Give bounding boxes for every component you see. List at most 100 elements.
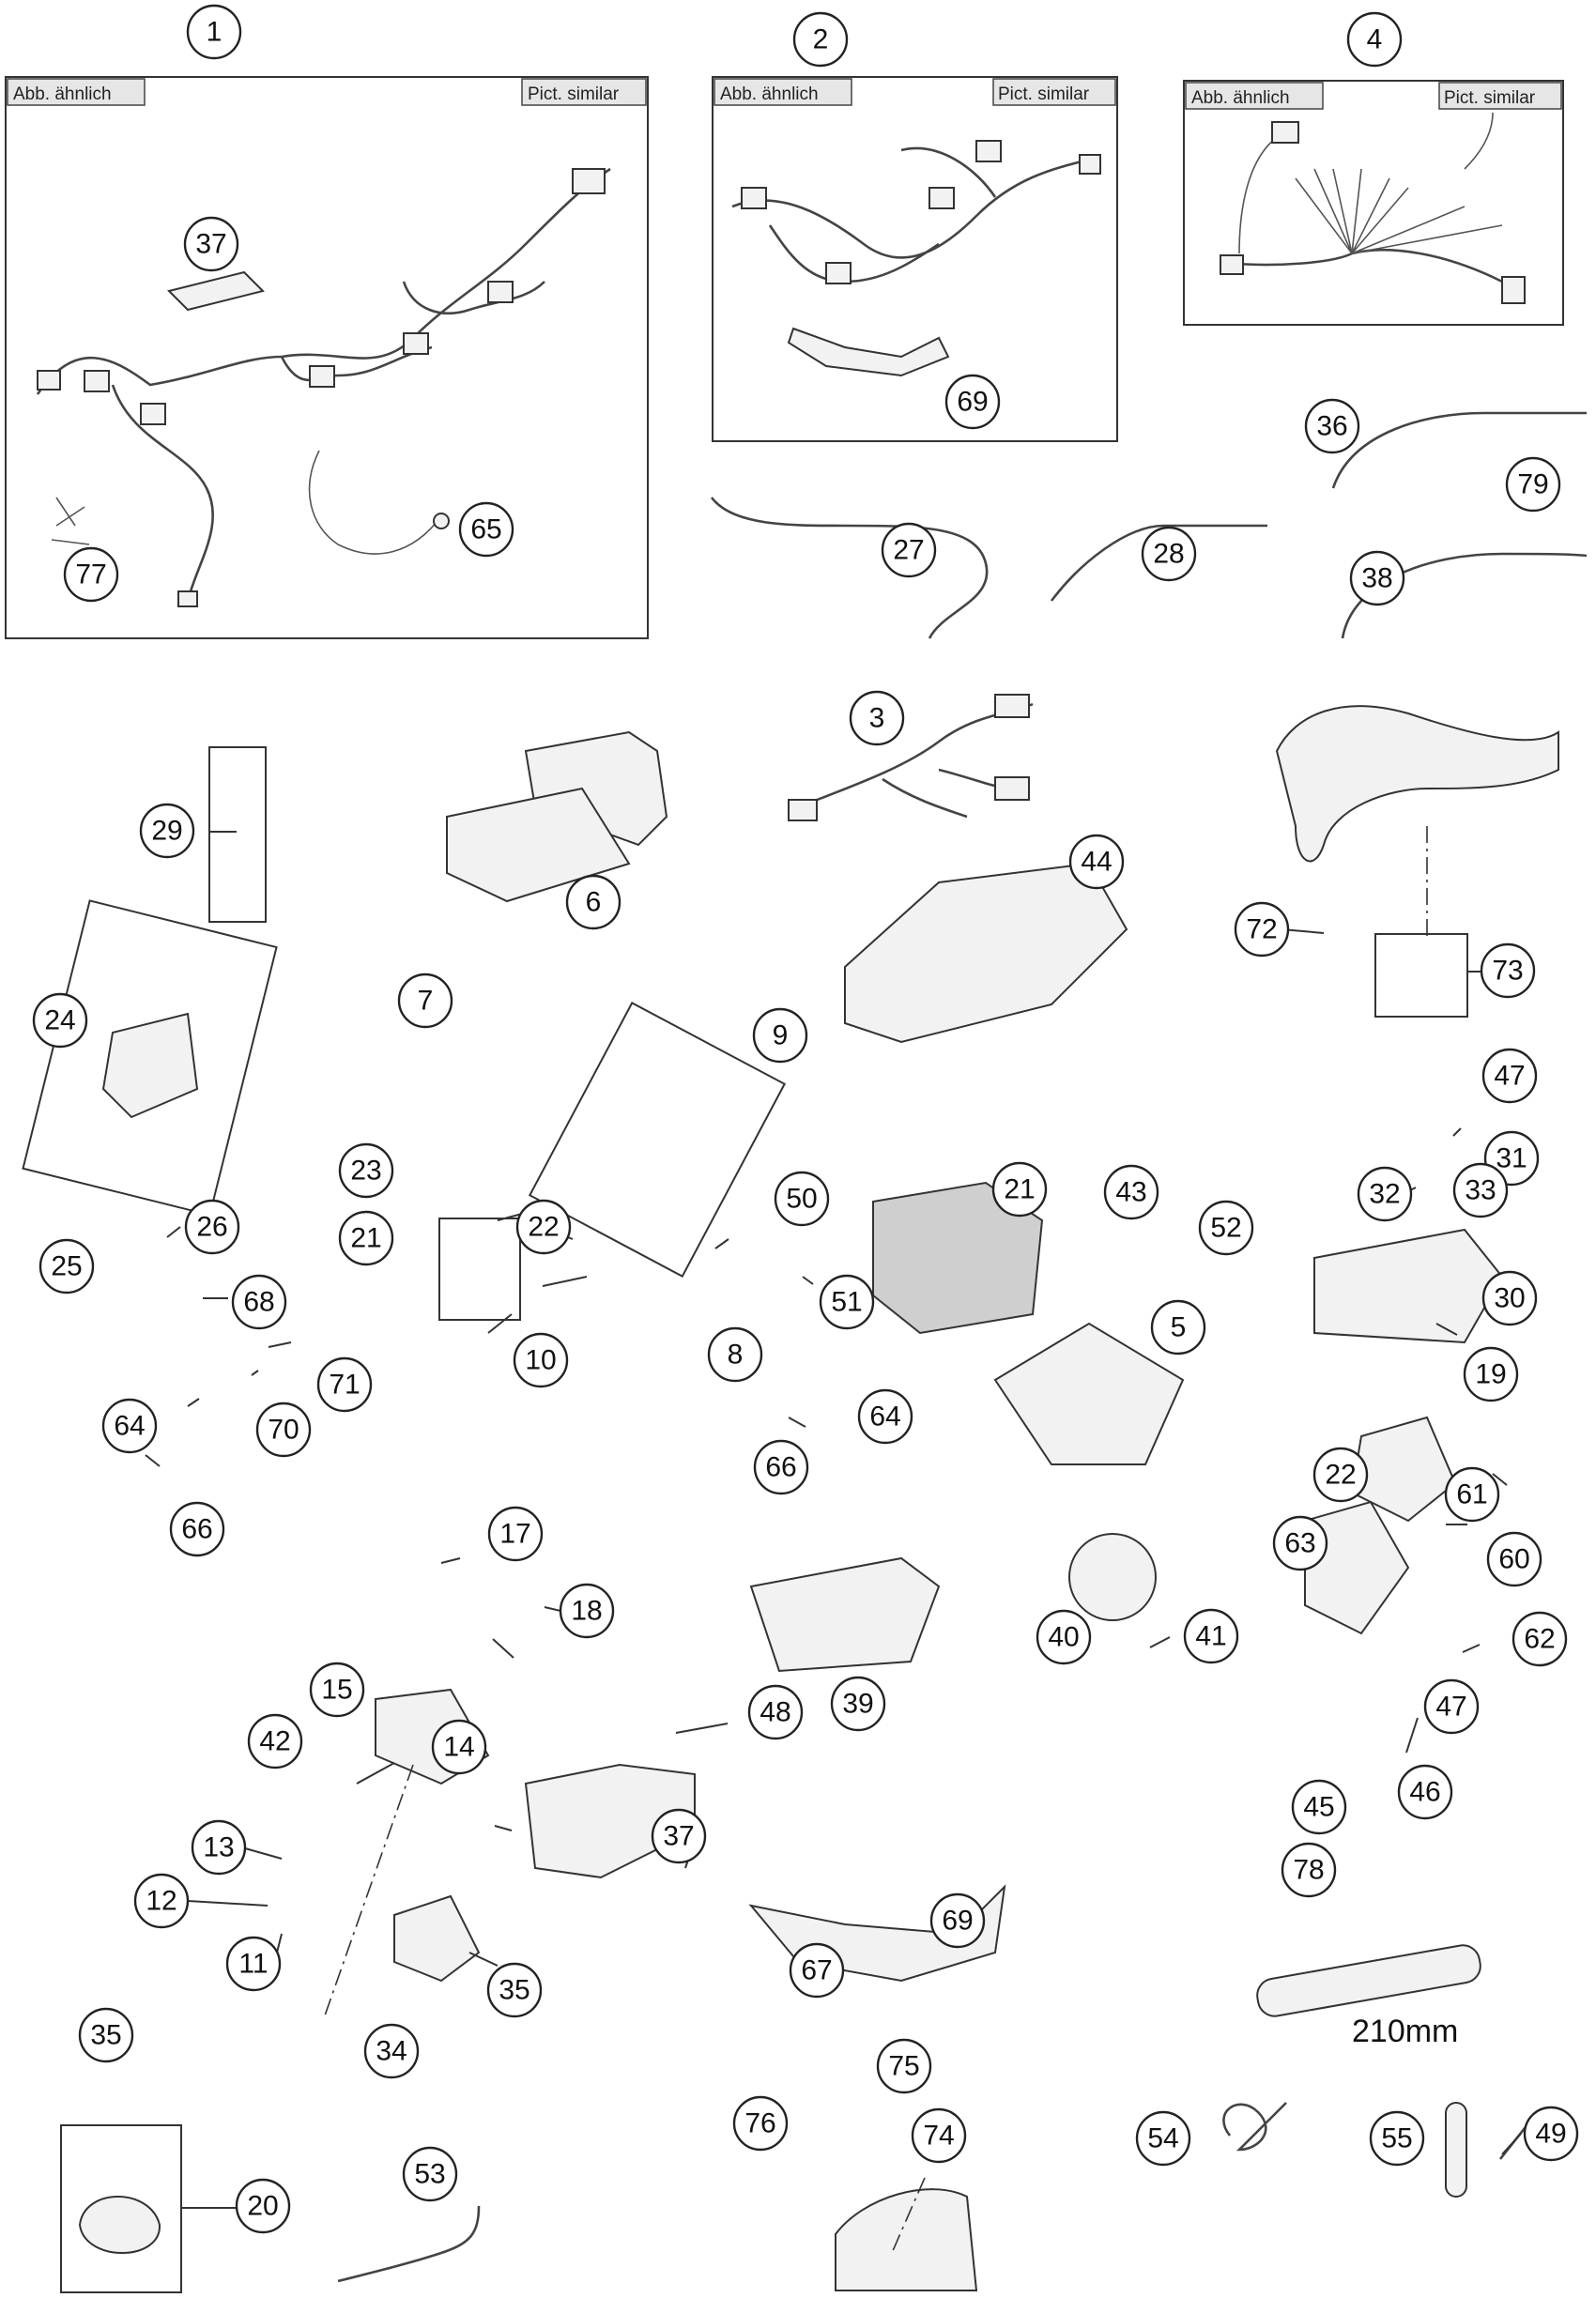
callout-number: 11 (238, 1949, 268, 1980)
callout-number: 51 (831, 1287, 862, 1318)
callout-circle (78, 2007, 134, 2063)
callout-circle (32, 992, 88, 1049)
callout-circle (1423, 1678, 1480, 1735)
callout-48: 48 (747, 1684, 804, 1740)
callout-circle (1397, 1764, 1453, 1820)
callout-38: 38 (1349, 550, 1405, 606)
callout-circle (255, 1402, 312, 1458)
callout-number: 32 (1369, 1179, 1400, 1210)
group-frame-1: Abb. ähnlich Pict. similar (5, 76, 649, 639)
callout-number: 45 (1303, 1792, 1334, 1823)
callout-circle (101, 1398, 158, 1454)
callout-79: 79 (1505, 456, 1561, 513)
callout-number: 54 (1147, 2123, 1178, 2154)
callout-circle (876, 2038, 932, 2094)
callout-circle (184, 1199, 240, 1255)
callout-number: 6 (586, 887, 602, 918)
part-24-switch (101, 1012, 199, 1119)
callout-number: 50 (786, 1184, 817, 1215)
callout-circle (1369, 2110, 1425, 2167)
callout-18: 18 (559, 1583, 615, 1639)
callout-9: 9 (752, 1007, 808, 1064)
callout-circle (225, 1936, 282, 1992)
part-main-bracket (1275, 705, 1559, 863)
callout-28: 28 (1141, 526, 1197, 582)
callout-number: 67 (801, 1955, 832, 1986)
group-frame-4: Abb. ähnlich Pict. similar (1183, 80, 1564, 326)
callout-14: 14 (431, 1719, 487, 1775)
callout-40: 40 (1036, 1609, 1092, 1665)
callout-number: 79 (1517, 469, 1548, 500)
callout-2: 2 (792, 11, 849, 68)
part-44 (844, 862, 1128, 1044)
frame-2-label-left: Abb. ähnlich (720, 84, 819, 104)
callout-number: 31 (1496, 1143, 1527, 1174)
callout-number: 39 (842, 1689, 873, 1720)
callout-71: 71 (316, 1356, 373, 1413)
callout-33: 33 (1452, 1162, 1509, 1218)
callout-number: 36 (1316, 411, 1347, 442)
harness-1 (36, 167, 611, 607)
callout-number: 66 (181, 1514, 212, 1545)
callout-circle (309, 1662, 365, 1718)
callout-circle (338, 1142, 394, 1199)
callout-6: 6 (565, 874, 622, 930)
callout-circle (1135, 2110, 1191, 2167)
callout-circle (1141, 526, 1197, 582)
callout-number: 33 (1465, 1175, 1496, 1206)
part-20-horn (78, 2196, 161, 2254)
callout-number: 71 (329, 1370, 360, 1401)
cable-28 (1050, 524, 1267, 602)
callout-55: 55 (1369, 2110, 1425, 2167)
callout-number: 12 (146, 1886, 176, 1917)
callout-1: 1 (186, 4, 242, 60)
callout-74: 74 (911, 2107, 967, 2164)
callout-5: 5 (1150, 1299, 1206, 1356)
callout-number: 20 (247, 2191, 278, 2222)
callout-number: 68 (243, 1287, 274, 1318)
callout-number: 19 (1475, 1359, 1506, 1390)
callout-51: 51 (819, 1274, 875, 1330)
callout-10: 10 (513, 1332, 569, 1388)
callout-circle (486, 1962, 543, 2018)
callout-number: 65 (470, 514, 501, 545)
callout-66: 66 (169, 1501, 225, 1557)
callout-69: 69 (929, 1892, 986, 1949)
callout-45: 45 (1291, 1779, 1347, 1835)
callout-number: 47 (1435, 1692, 1466, 1723)
callout-circle (63, 546, 119, 603)
part-54-tie (1222, 2102, 1287, 2152)
callout-number: 14 (443, 1732, 474, 1763)
callout-circle (1486, 1531, 1542, 1587)
callout-7: 7 (397, 973, 453, 1029)
callout-64: 64 (101, 1398, 158, 1454)
callout-circle (458, 501, 514, 558)
part-5 (993, 1322, 1185, 1465)
callout-number: 64 (869, 1402, 900, 1432)
callout-circle (1357, 1166, 1413, 1222)
callout-76: 76 (732, 2095, 789, 2152)
callout-circle (1291, 1779, 1347, 1835)
callout-circle (1512, 1611, 1568, 1667)
callout-29: 29 (139, 803, 195, 859)
callout-number: 13 (203, 1832, 234, 1863)
callout-number: 75 (888, 2051, 919, 2082)
cable-36 (1331, 411, 1587, 489)
callout-3: 3 (849, 690, 905, 746)
callout-44: 44 (1068, 834, 1125, 890)
callout-number: 66 (765, 1452, 796, 1483)
callout-circle (1444, 1466, 1500, 1523)
callout-circle (881, 522, 937, 578)
callout-circle (513, 1332, 569, 1388)
callout-20: 20 (235, 2178, 291, 2234)
callout-circle (651, 1808, 707, 1864)
callout-circle (849, 690, 905, 746)
callout-19: 19 (1463, 1346, 1519, 1402)
callout-number: 74 (923, 2121, 954, 2152)
callout-49: 49 (1523, 2106, 1579, 2162)
callout-number: 60 (1498, 1544, 1529, 1575)
callout-number: 70 (268, 1415, 299, 1446)
callout-number: 76 (744, 2108, 775, 2139)
callout-26: 26 (184, 1199, 240, 1255)
